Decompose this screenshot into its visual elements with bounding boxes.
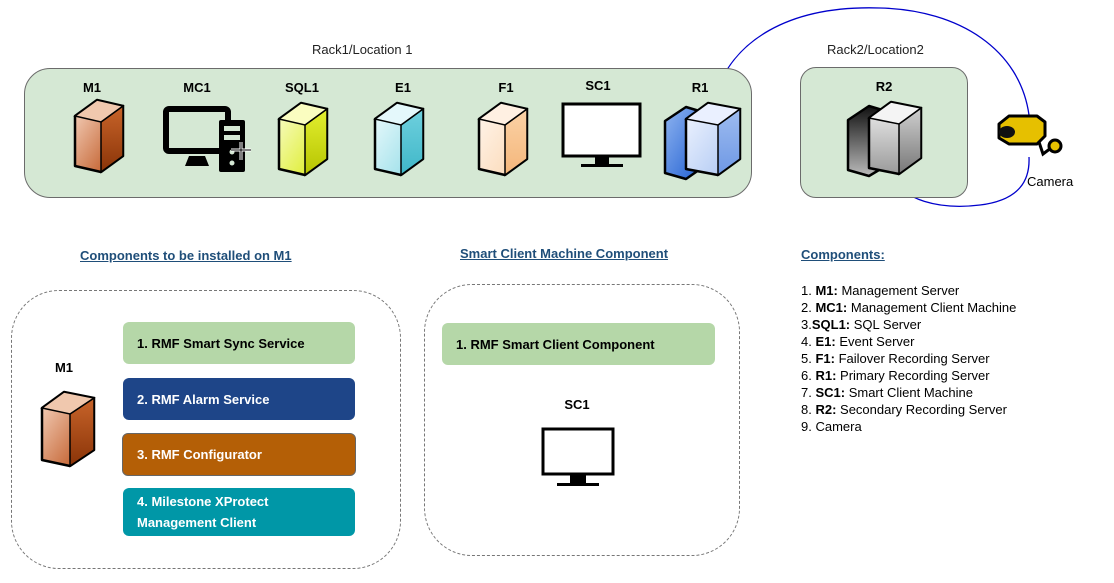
component-label: 1. RMF Smart Sync Service (137, 335, 305, 351)
device-label-m1-section: M1 (54, 360, 74, 375)
server-icon[interactable] (371, 99, 427, 179)
device-label-f1: F1 (498, 80, 514, 95)
server-icon[interactable] (475, 99, 531, 179)
component-rmf-smart-client-component[interactable]: 1. RMF Smart Client Component (442, 323, 715, 365)
legend-list: 1. M1: Management Server 2. MC1: Managem… (801, 282, 1016, 435)
server-icon (40, 390, 96, 468)
camera-label: Camera (1027, 174, 1074, 189)
legend-item: 6. R1: Primary Recording Server (801, 368, 990, 383)
component-milestone-xprotect-management-client[interactable]: 4. Milestone XProtect Management Client (123, 488, 355, 536)
component-label-line1: 4. Milestone XProtect (137, 494, 269, 509)
legend-item: 1. M1: Management Server (801, 283, 960, 298)
device-label-sql1: SQL1 (285, 80, 319, 95)
monitor-icon (541, 427, 615, 486)
device-label-e1: E1 (395, 80, 411, 95)
component-label: 3. RMF Configurator (137, 447, 262, 462)
legend-item: 3.SQL1: SQL Server (801, 317, 922, 332)
component-rmf-smart-sync-service[interactable]: 1. RMF Smart Sync Service (123, 322, 355, 364)
server-icon[interactable] (275, 99, 331, 179)
wire-r1-to-camera (713, 7, 1030, 116)
device-label-sc1: SC1 (585, 78, 611, 93)
device-label-r2: R2 (875, 79, 893, 94)
legend-item: 9. Camera (801, 419, 862, 434)
legend-item: 2. MC1: Management Client Machine (801, 300, 1017, 315)
rack1-title: Rack1/Location 1 (312, 42, 413, 57)
sc-components-container (424, 284, 740, 556)
legend-item: 7. SC1: Smart Client Machine (801, 385, 973, 400)
dual-server-icon[interactable] (845, 98, 927, 178)
rack2-title: Rack2/Location2 (827, 42, 924, 57)
device-label-r1: R1 (691, 80, 709, 95)
legend-item: 4. E1: Event Server (801, 334, 915, 349)
m1-components-container (11, 290, 401, 569)
desktop-computer-icon[interactable] (163, 106, 251, 172)
m1-section-title: Components to be installed on M1 (80, 248, 292, 263)
component-rmf-configurator[interactable]: 3. RMF Configurator (122, 433, 356, 476)
component-rmf-alarm-service[interactable]: 2. RMF Alarm Service (123, 378, 355, 420)
legend-item: 5. F1: Failover Recording Server (801, 351, 990, 366)
device-label-m1: M1 (82, 80, 102, 95)
camera-icon[interactable] (993, 112, 1065, 160)
device-label-sc1-section: SC1 (564, 397, 590, 412)
component-label: 1. RMF Smart Client Component (456, 336, 655, 352)
monitor-icon[interactable] (561, 102, 643, 170)
server-icon[interactable] (71, 96, 127, 176)
sc-section-title: Smart Client Machine Component (460, 246, 669, 261)
legend-item: 8. R2: Secondary Recording Server (801, 402, 1007, 417)
move-cursor-icon (231, 142, 251, 160)
component-label: 2. RMF Alarm Service (137, 391, 270, 407)
legend-title: Components: (801, 247, 885, 262)
device-label-mc1: MC1 (183, 80, 211, 95)
dual-server-icon[interactable] (662, 99, 746, 181)
component-label-line2: Management Client (137, 515, 257, 530)
